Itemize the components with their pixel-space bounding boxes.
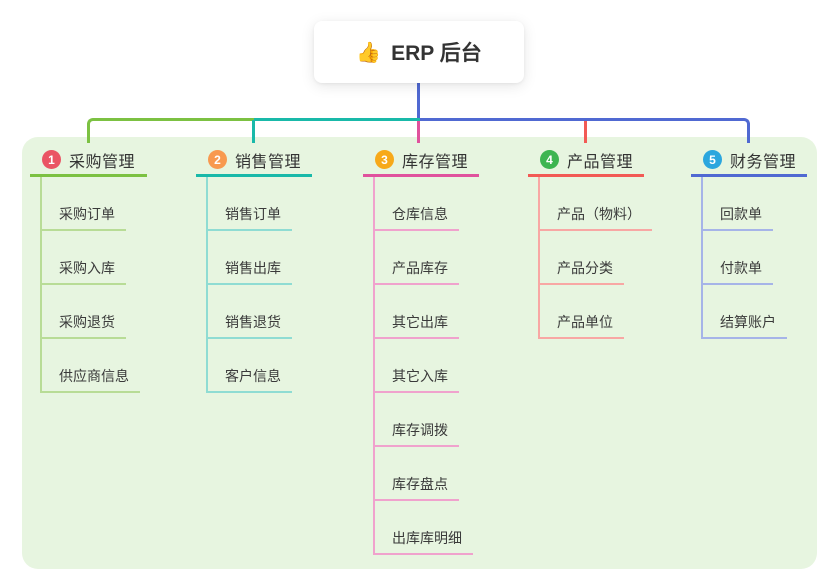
root-node[interactable]: 👍 ERP 后台 [314,21,524,83]
child-node[interactable]: 销售订单 [208,177,292,231]
branch-inventory: 3 库存管理 仓库信息 产品库存 其它出库 其它入库 库存调拨 库存盘点 出库库… [363,149,479,555]
children-list: 回款单 付款单 结算账户 [701,177,787,339]
child-node[interactable]: 销售退货 [208,285,292,339]
child-node[interactable]: 销售出库 [208,231,292,285]
children-list: 产品（物料） 产品分类 产品单位 [538,177,652,339]
connector-bus-teal [254,118,420,121]
connector-branch1-elbow [87,118,255,143]
child-node[interactable]: 其它出库 [375,285,459,339]
branch-node[interactable]: 4 产品管理 [528,149,644,177]
branch-node[interactable]: 5 财务管理 [691,149,807,177]
child-node[interactable]: 库存盘点 [375,447,459,501]
children-list: 销售订单 销售出库 销售退货 客户信息 [206,177,292,393]
branch-title: 采购管理 [69,153,136,171]
branch-number-badge: 1 [42,150,61,169]
child-node[interactable]: 付款单 [703,231,773,285]
child-node[interactable]: 库存调拨 [375,393,459,447]
child-node[interactable]: 产品单位 [540,285,624,339]
branch-node[interactable]: 1 采购管理 [30,149,147,177]
root-title: ERP 后台 [391,42,482,65]
branch-title: 销售管理 [235,153,302,171]
group-panel [22,137,817,569]
branch-node[interactable]: 2 销售管理 [196,149,312,177]
children-list: 采购订单 采购入库 采购退货 供应商信息 [40,177,140,393]
child-node[interactable]: 产品分类 [540,231,624,285]
branch-number-badge: 4 [540,150,559,169]
connector-branch2-drop [252,120,255,143]
child-node[interactable]: 采购入库 [42,231,126,285]
child-node[interactable]: 产品库存 [375,231,459,285]
child-node[interactable]: 仓库信息 [375,177,459,231]
child-node[interactable]: 采购订单 [42,177,126,231]
branch-number-badge: 2 [208,150,227,169]
child-node[interactable]: 供应商信息 [42,339,140,393]
branch-number-badge: 5 [703,150,722,169]
connector-branch4-drop [584,121,587,143]
branch-product: 4 产品管理 产品（物料） 产品分类 产品单位 [528,149,652,339]
child-node[interactable]: 客户信息 [208,339,292,393]
branch-purchase: 1 采购管理 采购订单 采购入库 采购退货 供应商信息 [30,149,147,393]
child-node[interactable]: 结算账户 [703,285,787,339]
child-node[interactable]: 采购退货 [42,285,126,339]
branch-sales: 2 销售管理 销售订单 销售出库 销售退货 客户信息 [196,149,312,393]
children-list: 仓库信息 产品库存 其它出库 其它入库 库存调拨 库存盘点 出库库明细 [373,177,473,555]
branch-node[interactable]: 3 库存管理 [363,149,479,177]
branch-number-badge: 3 [375,150,394,169]
branch-title: 产品管理 [567,153,634,171]
connector-branch5-elbow [420,118,750,143]
child-node[interactable]: 回款单 [703,177,773,231]
branch-finance: 5 财务管理 回款单 付款单 结算账户 [691,149,807,339]
child-node[interactable]: 产品（物料） [540,177,652,231]
connector-branch3-drop [417,121,420,143]
thumbs-up-icon: 👍 [356,41,382,64]
connector-root-stem [417,82,420,119]
branch-title: 财务管理 [730,153,797,171]
branch-title: 库存管理 [402,153,469,171]
child-node[interactable]: 其它入库 [375,339,459,393]
child-node[interactable]: 出库库明细 [375,501,473,555]
